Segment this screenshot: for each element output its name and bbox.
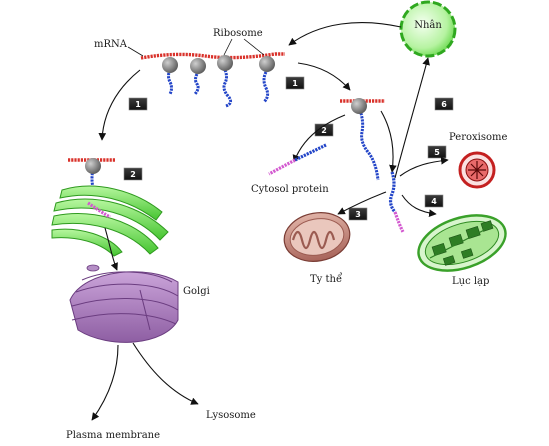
plasma-membrane-label: Plasma membrane — [66, 430, 160, 441]
mrna-label: mRNA — [94, 39, 128, 50]
ribosome-icon — [85, 158, 101, 174]
cytosol-protein-chain — [268, 143, 327, 176]
chloroplast-icon — [417, 214, 507, 272]
mrna-strand — [140, 52, 285, 60]
svg-text:6: 6 — [441, 100, 447, 109]
organelle-protein-chain — [388, 171, 405, 233]
step-box: 2 — [123, 167, 143, 181]
chloroplast-label: Lục lạp — [452, 276, 489, 287]
step-box: 3 — [348, 207, 368, 221]
step-box: 1 — [128, 97, 148, 111]
er-ribosome — [68, 158, 115, 189]
step-box: 1 — [285, 76, 305, 90]
nucleus-icon: Nhân — [399, 0, 457, 58]
ribosome-icon — [351, 98, 367, 114]
mitochondria-label: Ty thể — [310, 273, 342, 285]
mitochondria-icon — [283, 212, 351, 262]
step-box: 6 — [434, 97, 454, 111]
svg-text:1: 1 — [135, 100, 141, 109]
peroxisome-icon — [458, 151, 496, 189]
peroxisome-label: Peroxisome — [449, 132, 507, 143]
step-box: 5 — [427, 145, 447, 159]
free-ribosome — [340, 98, 385, 181]
svg-text:5: 5 — [434, 148, 440, 157]
svg-text:4: 4 — [431, 197, 437, 206]
cytosol-protein-label: Cytosol protein — [251, 184, 329, 195]
svg-text:2: 2 — [130, 170, 136, 179]
svg-text:1: 1 — [292, 79, 298, 88]
ribosome-icon — [162, 55, 275, 74]
golgi-label: Golgi — [183, 286, 210, 297]
step-box: 4 — [424, 194, 444, 208]
er-icon — [51, 185, 169, 257]
nascent-chains — [167, 69, 270, 108]
svg-text:3: 3 — [355, 210, 361, 219]
svg-text:2: 2 — [321, 126, 327, 135]
polysome — [140, 52, 285, 108]
step-box: 2 — [314, 123, 334, 137]
golgi-icon — [69, 264, 179, 343]
lysosome-label: Lysosome — [206, 410, 256, 421]
nucleus-label: Nhân — [414, 20, 442, 31]
ribosome-label: Ribosome — [213, 28, 263, 39]
